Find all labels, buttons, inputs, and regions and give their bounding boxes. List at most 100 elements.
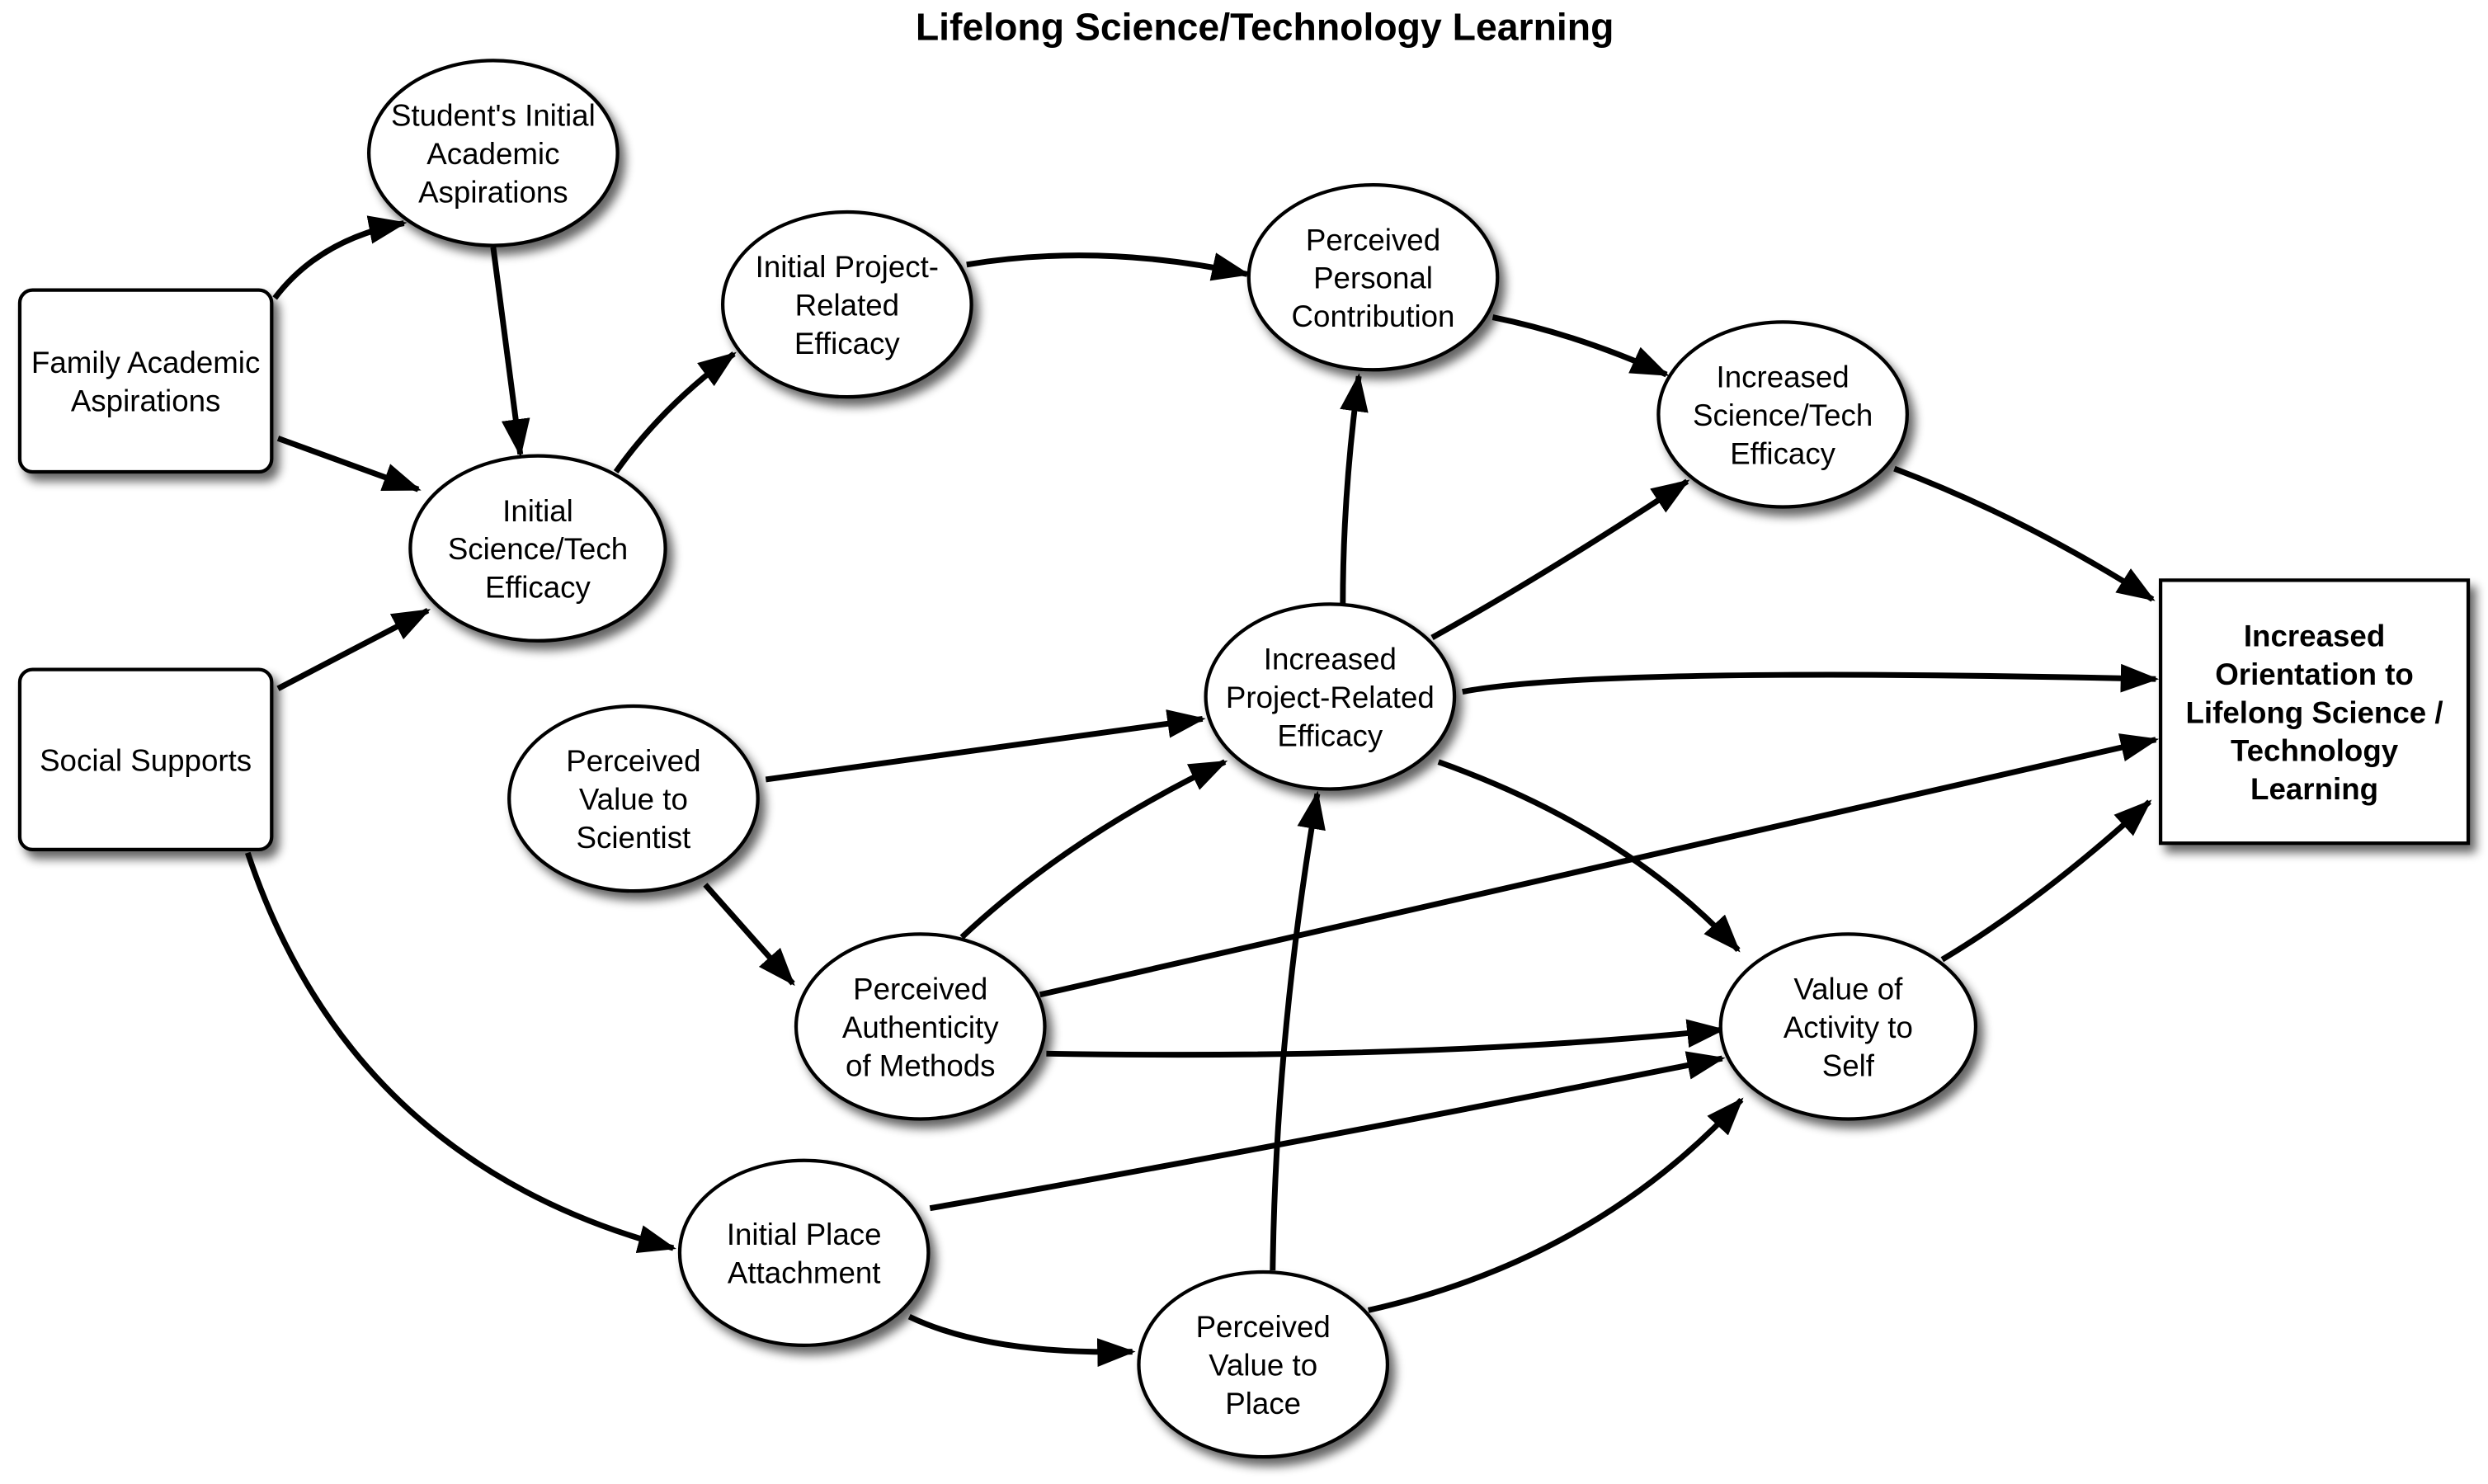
ellipse-shape xyxy=(507,704,760,893)
node-label-line: Activity to xyxy=(1784,1011,1913,1044)
arrow-percValSci-to-percAuth xyxy=(703,883,795,987)
arrow-student-to-initSci xyxy=(490,247,530,458)
ellipse-shape xyxy=(1137,1270,1390,1459)
arrow-family-to-student xyxy=(272,215,408,300)
arrow-percContrib-to-incSci xyxy=(1491,314,1670,378)
node-label-line: Efficacy xyxy=(794,327,900,360)
node-label-line: Lifelong Science / xyxy=(2186,695,2443,729)
node-label-line: Project-Related xyxy=(1226,681,1435,714)
node-label-line: Aspirations xyxy=(418,175,568,209)
ellipse-shape xyxy=(1656,320,1909,509)
box-shape xyxy=(17,667,274,852)
node-label-line: Attachment xyxy=(728,1256,881,1290)
arrow-percPlace-to-incProj xyxy=(1270,790,1326,1271)
arrow-percAuth-to-incProj xyxy=(959,759,1228,940)
ellipse-shape xyxy=(677,1158,931,1348)
arrow-percValSci-to-incProj xyxy=(765,709,1206,783)
ellipse-shape xyxy=(1718,932,1978,1121)
node-label-line: Family Academic xyxy=(31,346,260,379)
node-label-line: Value of xyxy=(1793,973,1903,1006)
arrow-social-to-initPlace xyxy=(244,851,676,1254)
arrow-initPlace-to-valSelf xyxy=(929,1051,1726,1212)
node-label-line: Learning xyxy=(2250,772,2378,806)
arrow-incProj-to-final xyxy=(1462,663,2160,695)
node-label-line: Academic xyxy=(426,137,559,171)
edges-layer xyxy=(244,215,2160,1367)
node-label-line: Scientist xyxy=(577,821,691,855)
node-label-line: Related xyxy=(795,289,900,323)
node-label-line: Place xyxy=(1225,1387,1301,1420)
node-label-line: Initial xyxy=(502,494,573,528)
node-label-line: Science/Tech xyxy=(448,532,628,566)
arrow-incProj-to-incSci xyxy=(1430,478,1690,640)
node-label-line: Perceived xyxy=(1196,1310,1331,1344)
arrow-percAuth-to-valSelf xyxy=(1046,1019,1726,1058)
ellipse-shape xyxy=(1204,602,1457,791)
arrow-incProj-to-valSelf xyxy=(1437,759,1741,953)
node-label-line: Aspirations xyxy=(71,384,221,418)
node-label-line: Initial Project- xyxy=(756,250,939,284)
node-label-line: Contribution xyxy=(1292,299,1455,333)
node-label: Social Supports xyxy=(40,743,252,777)
node-label-line: Value to xyxy=(579,783,688,817)
box-shape xyxy=(2158,578,2471,846)
ellipse-shape xyxy=(408,454,667,643)
arrow-incProj-to-percContrib xyxy=(1340,373,1369,606)
node-label-line: Efficacy xyxy=(485,571,591,605)
node-label-line: of Methods xyxy=(846,1048,996,1082)
arrow-incSci-to-final xyxy=(1893,465,2156,602)
node-label-line: Increased xyxy=(1717,360,1850,394)
node-label-line: Initial Place xyxy=(727,1218,882,1251)
node-label-line: Technology xyxy=(2231,734,2399,768)
node-label-line: Student's Initial xyxy=(391,99,596,133)
arrow-percAuth-to-final xyxy=(1039,733,2160,998)
node-label-line: Perceived xyxy=(1306,223,1440,257)
node-label-line: Perceived xyxy=(853,973,987,1006)
node-label-line: Perceived xyxy=(566,744,700,778)
box-shape xyxy=(17,288,274,474)
ellipse-shape xyxy=(367,59,620,247)
node-label-line: Efficacy xyxy=(1277,718,1383,752)
node-social: Social Supports xyxy=(17,667,274,852)
node-label-line: Social Supports xyxy=(40,743,252,777)
arrow-percPlace-to-valSelf xyxy=(1367,1097,1744,1313)
arrow-valSelf-to-final xyxy=(1940,799,2152,963)
ellipse-shape xyxy=(721,210,973,399)
arrow-family-to-initSci xyxy=(276,436,422,492)
arrow-initSci-to-initProj xyxy=(613,351,737,473)
node-label-line: Personal xyxy=(1313,261,1433,295)
diagram-title: Lifelong Science/Technology Learning xyxy=(916,5,1614,48)
arrow-initProj-to-percContrib xyxy=(966,252,1251,281)
arrow-social-to-initSci xyxy=(276,607,431,691)
node-label-line: Authenticity xyxy=(842,1011,999,1044)
ellipse-shape xyxy=(794,932,1047,1121)
node-label-line: Orientation to xyxy=(2215,657,2414,691)
node-label-line: Efficacy xyxy=(1730,436,1835,470)
